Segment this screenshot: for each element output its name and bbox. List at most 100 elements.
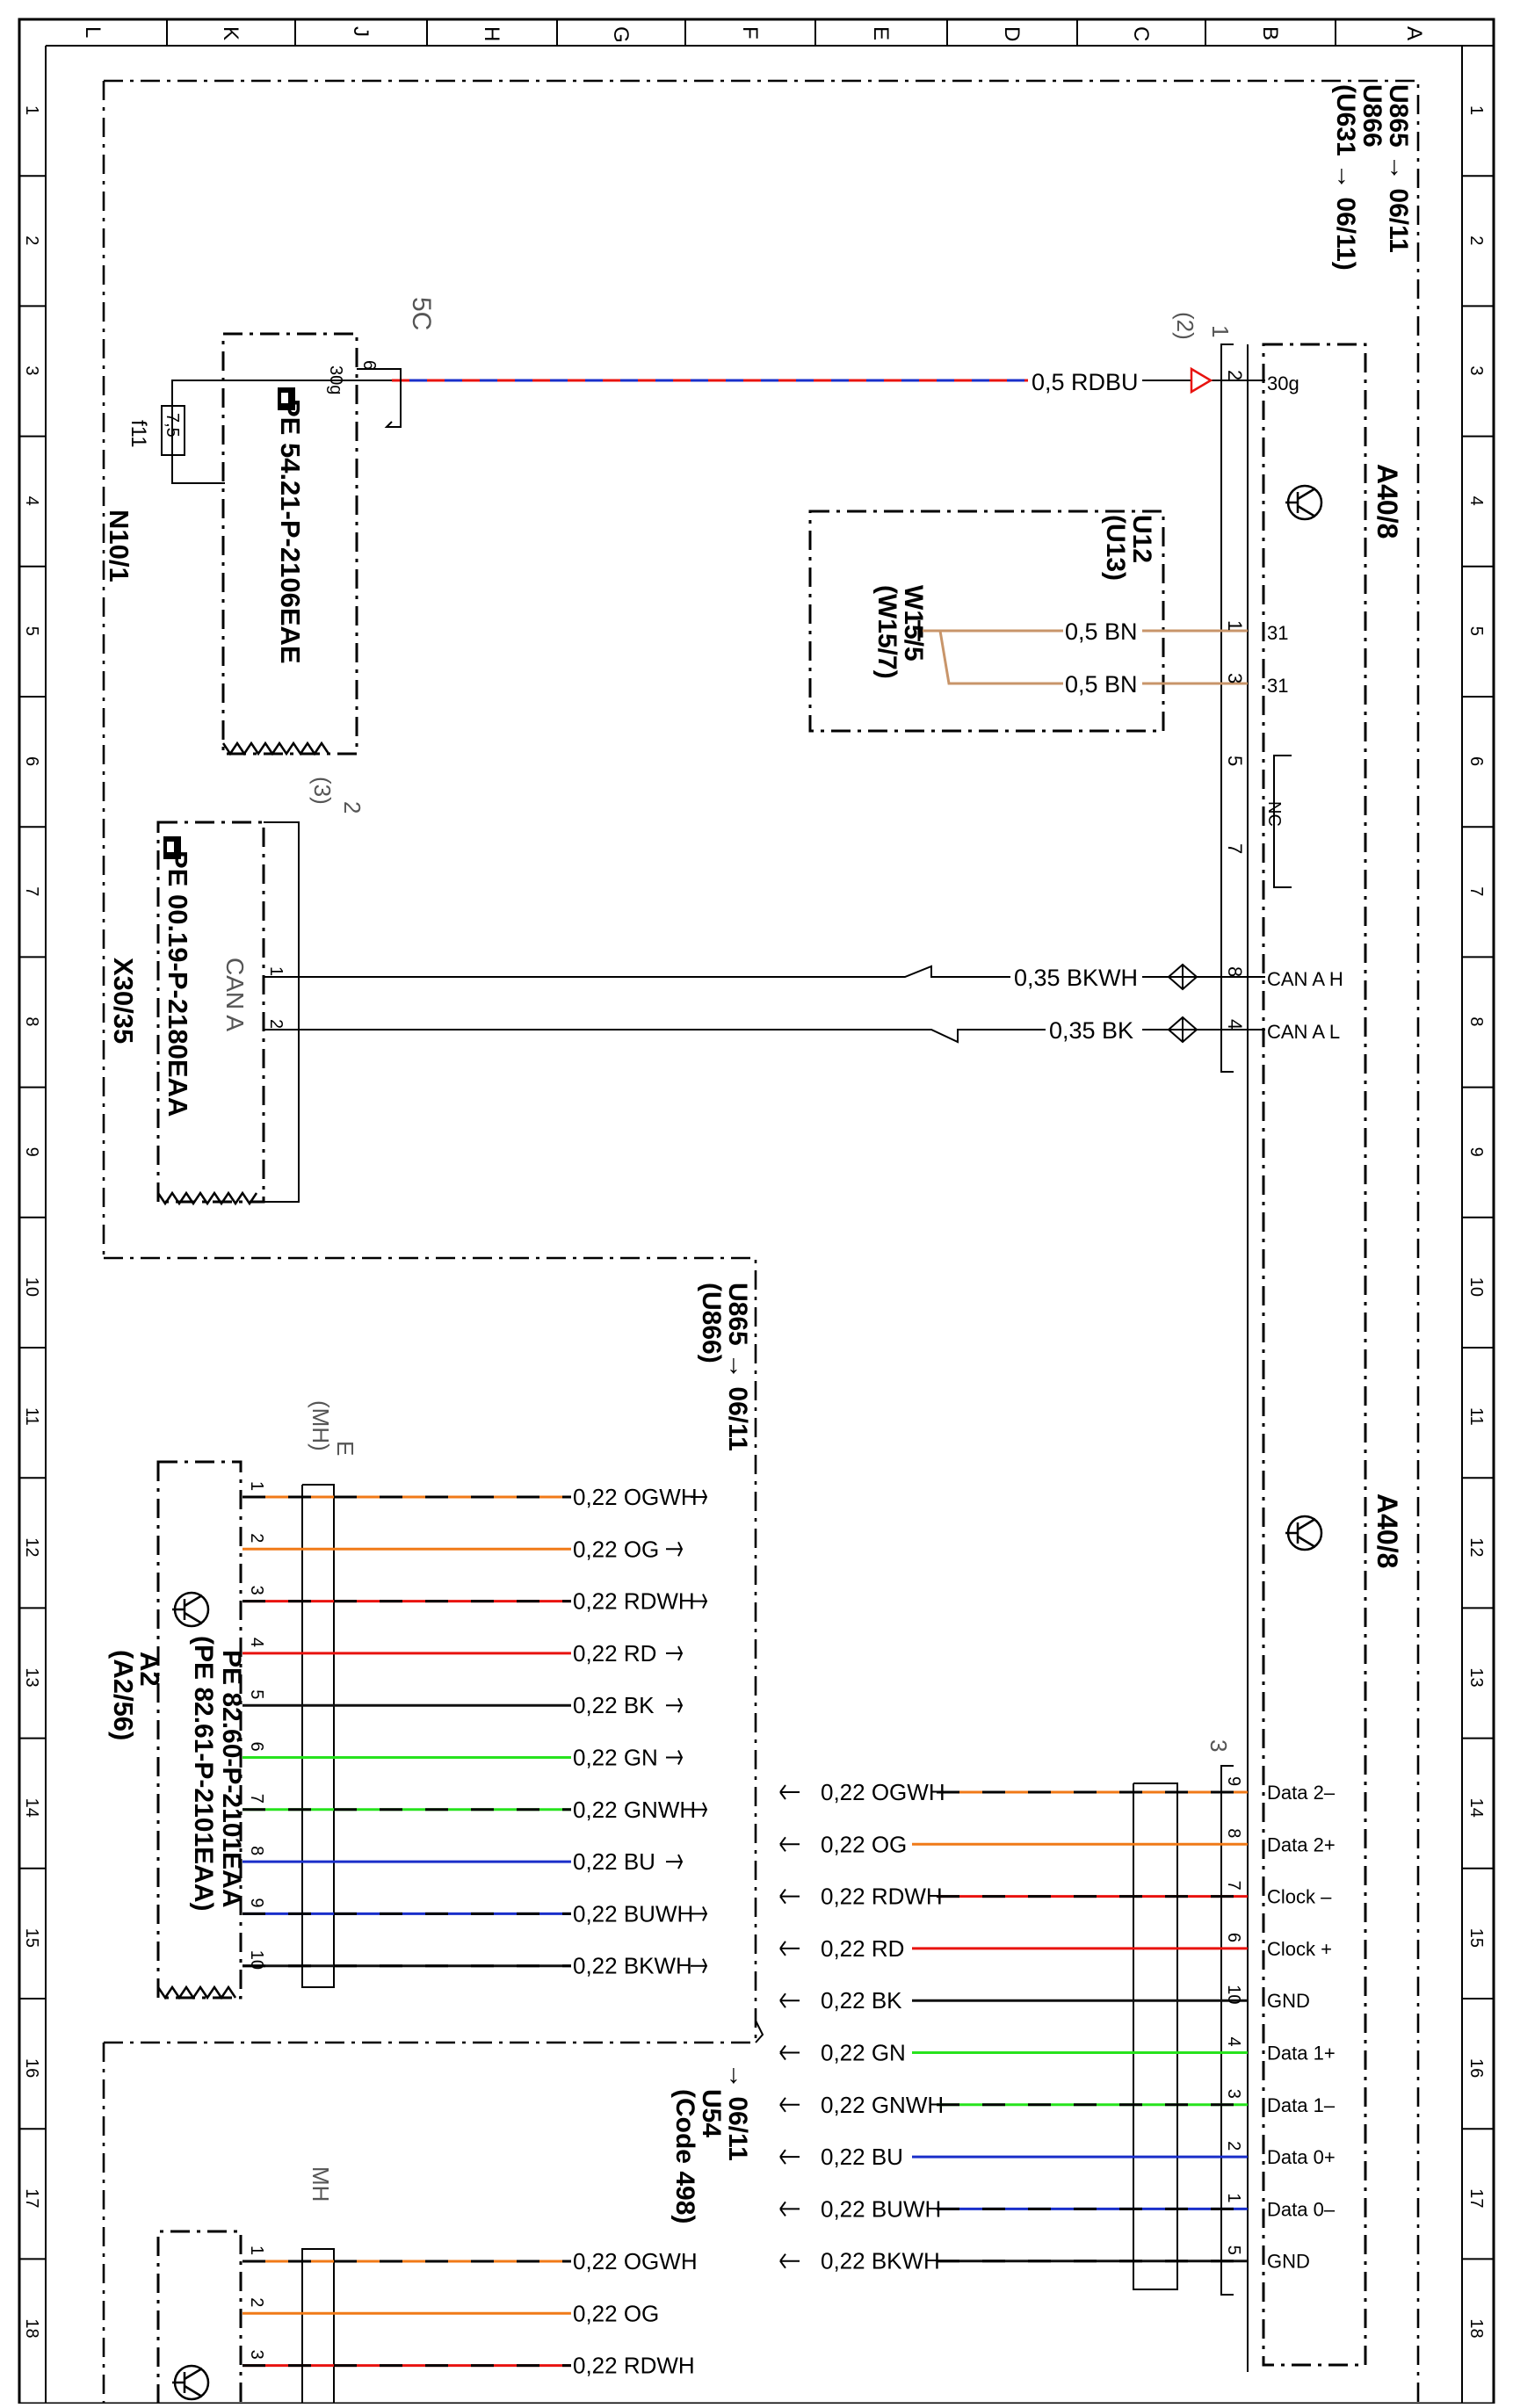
can-wire-labels: 0,35 BKWH 0,35 BK 1 2 8 4 CAN A H CAN A … — [266, 965, 1343, 1044]
mid-left-wire-label-5: 0,22 BK — [573, 1692, 655, 1718]
mid-right-wire-label-2: 0,22 BU — [821, 2144, 903, 2170]
column-label-K: K — [219, 26, 243, 40]
mid-left-pin-8: 8 — [247, 1846, 266, 1855]
wire-label-bkwh: 0,35 BKWH — [1014, 965, 1138, 991]
pin-hint-1: 1 — [1207, 325, 1234, 337]
wire-continuation-icon — [691, 1905, 708, 1921]
column-label-A: A — [1402, 26, 1426, 40]
mid-right-wire-label-6: 0,22 RD — [821, 1935, 904, 1962]
can-label: CAN A — [221, 958, 249, 1031]
column-label-F: F — [738, 26, 762, 40]
wire-continuation-icon — [779, 2097, 800, 2113]
column-label-C: C — [1129, 26, 1153, 41]
top-block-boundary — [102, 79, 1420, 2404]
mid-left-wire-label-7: 0,22 GNWH — [573, 1797, 696, 1823]
bottom-ref-0611: → 06/11 — [723, 2063, 752, 2161]
wire-continuation-icon — [691, 1958, 708, 1974]
mid-right-pin-8: 8 — [1224, 1828, 1243, 1838]
module-a40-8-label-2: A40/8 — [1372, 1493, 1403, 1568]
term-31-a: 31 — [1267, 622, 1288, 644]
wire-continuation-icon — [779, 2149, 800, 2165]
row-label-right-16: 16 — [1466, 2058, 1486, 2078]
row-label-left-12: 12 — [22, 1537, 41, 1557]
wire-continuation-icon — [779, 1941, 800, 1956]
mid-left-pin-4: 4 — [247, 1638, 266, 1647]
pin-1-bn: 1 — [1224, 620, 1246, 631]
mid-right-terminal-8: Data 2+ — [1267, 1833, 1336, 1855]
code-ref-u865: U865 → 06/11 — [1384, 84, 1413, 253]
wire-continuation-icon — [779, 1836, 800, 1852]
mid-right-wire-label-5: 0,22 BKWH — [821, 2248, 940, 2274]
connector-ref-5c: 5C — [407, 297, 436, 330]
wire-continuation-icon — [779, 1889, 800, 1905]
row-label-left-10: 10 — [22, 1277, 41, 1297]
wire-continuation-icon — [666, 1750, 684, 1765]
row-label-left-3: 3 — [22, 365, 41, 375]
mid-left-wire-label-9: 0,22 BUWH — [573, 1900, 693, 1927]
wire-continuation-icon — [691, 1489, 708, 1505]
bottom-ref-code498: (Code 498) — [670, 2089, 699, 2224]
bottom-code-refs: → 06/11 U54 (Code 498) MH — [308, 2063, 752, 2224]
mid-right-pin-10: 10 — [1224, 1985, 1243, 2004]
pin-3-bn: 3 — [1224, 673, 1246, 683]
ref-u13: (U13) — [1101, 515, 1130, 581]
right-conn-3: 3 — [1205, 1739, 1232, 1752]
column-label-E: E — [869, 26, 893, 40]
row-label-left-14: 14 — [22, 1798, 41, 1818]
mid-right-wire-label-10: 0,22 BK — [821, 1987, 902, 2014]
wire-continuation-icon — [779, 1992, 800, 2008]
row-label-right-14: 14 — [1466, 1798, 1486, 1818]
bottom-wire-label-3: 0,22 RDWH — [573, 2353, 695, 2379]
mid-right-wire-label-8: 0,22 OG — [821, 1831, 907, 1857]
row-label-right-2: 2 — [1466, 235, 1486, 245]
can-pin-left-2: 2 — [266, 1019, 286, 1029]
pe-ref-2: PE 00.19-P-2180EAA — [163, 850, 193, 1117]
mid-left-pin-5: 5 — [247, 1689, 266, 1699]
mid-left-wire-label-3: 0,22 RDWH — [573, 1588, 695, 1615]
row-label-left-6: 6 — [22, 756, 41, 766]
row-label-left-16: 16 — [22, 2058, 41, 2078]
mid-left-pin-7: 7 — [247, 1794, 266, 1804]
module-a40-8-upper: A40/8 A40/8 — [1262, 343, 1403, 2367]
bottom-pin-3: 3 — [247, 2350, 266, 2360]
mid-left-pin-2: 2 — [247, 1533, 266, 1543]
wire-label-bk: 0,35 BK — [1049, 1017, 1133, 1044]
mid-code-refs: U865 → 06/11 (U866) E (MH) — [308, 1283, 752, 1456]
row-label-right-4: 4 — [1466, 496, 1486, 506]
ref-w15-7: (W15/7) — [872, 585, 901, 679]
wire-label-bn-2: 0,5 BN — [1065, 671, 1138, 698]
mid-right-terminal-2: Data 0+ — [1267, 2146, 1336, 2168]
term-can-a-l: CAN A L — [1267, 1021, 1340, 1043]
pe-ref-3: PE 82.60-P-2101EAA — [217, 1650, 246, 1908]
column-label-B: B — [1258, 26, 1282, 40]
pe-ref-4: (PE 82.61-P-2101EAA) — [189, 1636, 218, 1911]
term-can-a-h: CAN A H — [1267, 968, 1343, 990]
column-label-G: G — [609, 26, 633, 43]
pe-ref-1: PE 54.21-P-2106EAE — [275, 399, 306, 664]
pin-2: 2 — [1224, 370, 1246, 380]
row-label-right-6: 6 — [1466, 756, 1486, 766]
bottom-module — [156, 2230, 335, 2404]
transistor-icon — [172, 2364, 210, 2401]
row-label-right-7: 7 — [1466, 886, 1486, 896]
module-x30-label: X30/35 — [108, 958, 139, 1044]
wire-rdbu: 0,5 RDBU 2 30g (2) 1 — [392, 312, 1299, 395]
mid-bracket-left — [301, 1484, 764, 2043]
mid-left-wire-label-8: 0,22 BU — [573, 1848, 655, 1875]
column-label-H: H — [480, 26, 503, 41]
bottom-pin-2: 2 — [247, 2297, 266, 2307]
row-label-left-17: 17 — [22, 2188, 41, 2208]
ref-w15-5: W15/5 — [899, 585, 928, 662]
term-31-b: 31 — [1267, 675, 1288, 697]
mid-left-pin-9: 9 — [247, 1898, 266, 1907]
mid-left-pin-1: 1 — [247, 1481, 266, 1491]
row-label-left-8: 8 — [22, 1016, 41, 1026]
module-x30-35: (3) 2 CAN A PE 00.19-P-2180EAA X30/35 — [108, 777, 366, 1206]
fuse-pin-6: 6 — [359, 360, 379, 370]
row-label-right-1: 1 — [1466, 105, 1486, 115]
row-label-right-13: 13 — [1466, 1667, 1486, 1687]
mid-right-terminal-10: GND — [1267, 1990, 1310, 2012]
bottom-pin-1: 1 — [247, 2245, 266, 2255]
